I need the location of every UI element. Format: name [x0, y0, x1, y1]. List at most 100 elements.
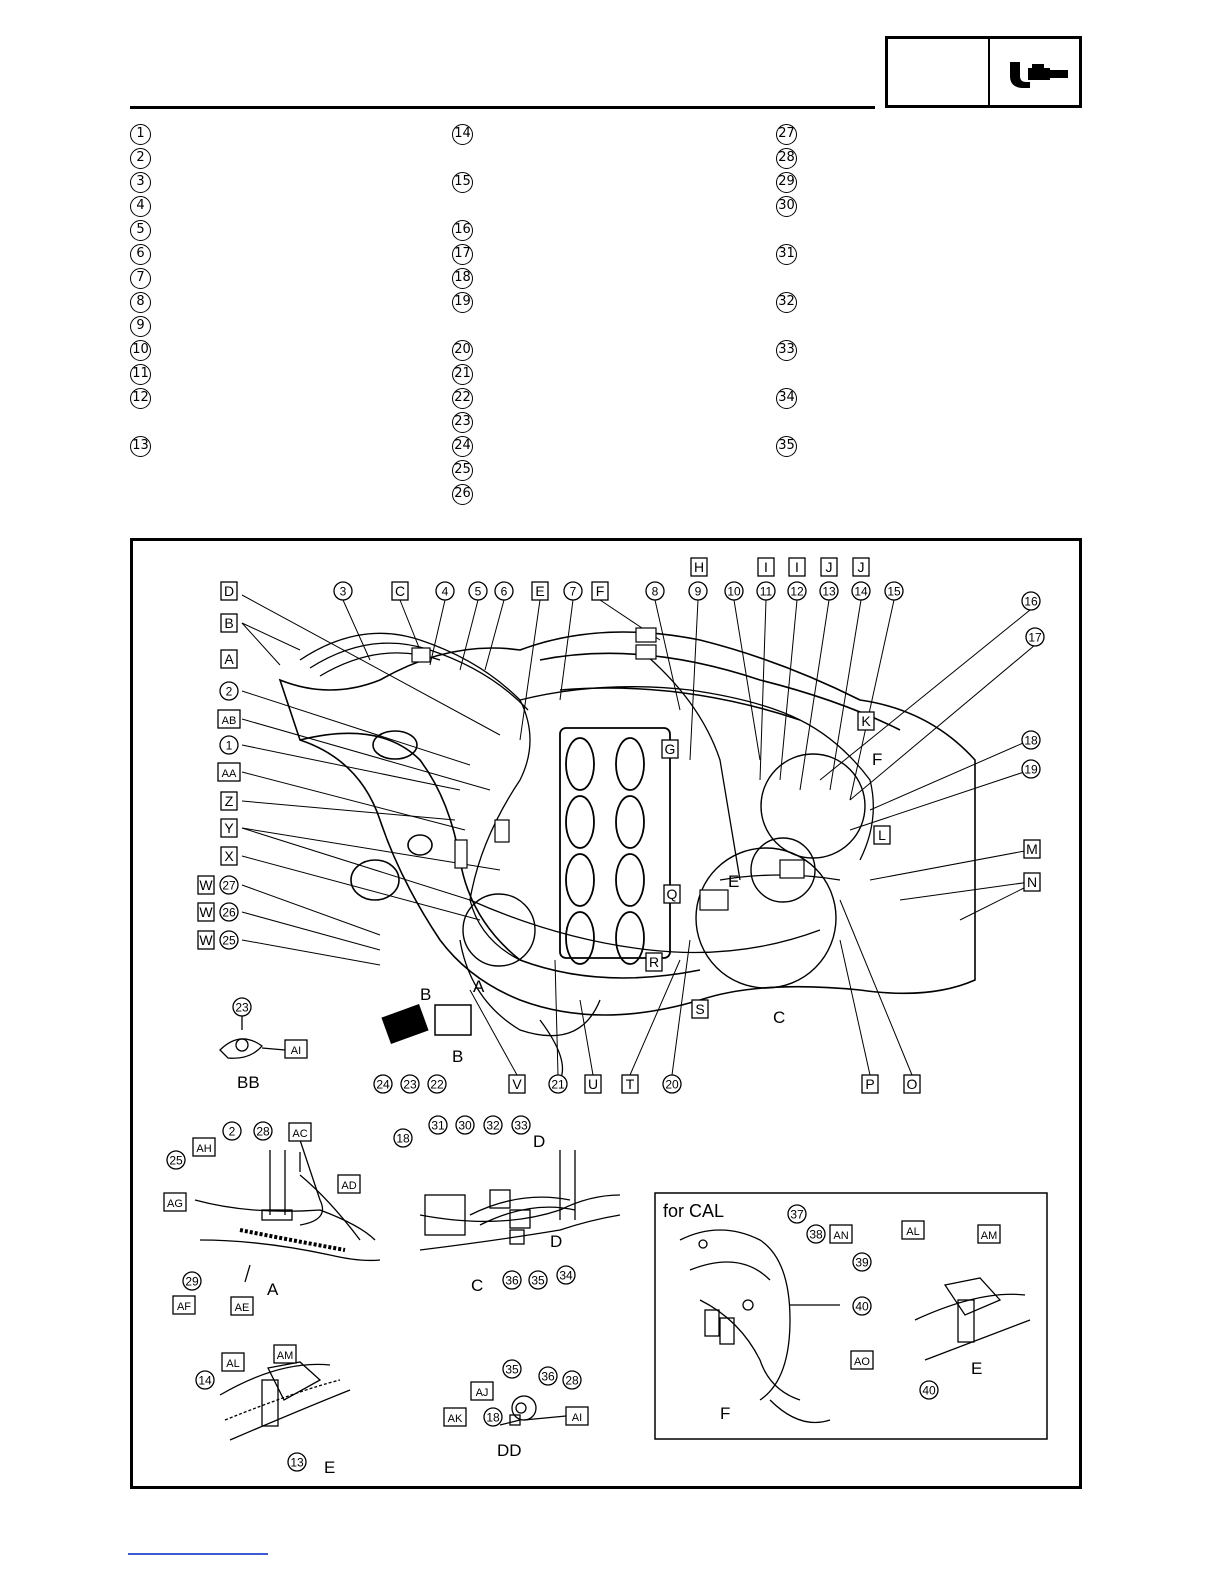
- callout-circle: [428, 1115, 448, 1135]
- callout-circle: [884, 581, 904, 601]
- legend-number: 24: [452, 436, 473, 457]
- callout-number: 10: [727, 585, 741, 599]
- callout-number: 22: [430, 1078, 444, 1092]
- legend-number: 16: [452, 220, 473, 241]
- callout-circle: [511, 1115, 531, 1135]
- legend-number: 12: [130, 388, 151, 409]
- callout-number: 25: [222, 934, 236, 948]
- callout-number: 2: [226, 685, 233, 699]
- callout-box: [391, 581, 409, 601]
- caption-text: F: [720, 1404, 730, 1423]
- callout-box: [903, 1074, 921, 1094]
- legend-number: 14: [452, 124, 473, 145]
- measurement-tool-icon: [1010, 62, 1068, 88]
- engine-cylinders: [559, 727, 671, 965]
- callout-box: [220, 791, 238, 811]
- callout-number: 36: [541, 1370, 555, 1384]
- legend-number: 13: [130, 436, 151, 457]
- callout-number: 33: [514, 1119, 528, 1133]
- callout-box: [197, 902, 215, 922]
- callout-letter: AN: [833, 1230, 848, 1242]
- detail-c-drawing: [419, 1150, 621, 1251]
- callout-circle: [1021, 759, 1041, 779]
- callout-letter: R: [649, 954, 659, 970]
- callout-box: [163, 1192, 187, 1212]
- callout-letter: AM: [277, 1350, 294, 1362]
- callout-number: 14: [854, 585, 868, 599]
- callout-circle: [219, 930, 239, 950]
- legend-item: 35: [776, 436, 1076, 460]
- callout-box: [531, 581, 549, 601]
- callout-letter: Q: [667, 886, 678, 902]
- callout-number: 4: [442, 585, 449, 599]
- legend-item: 6: [130, 244, 430, 268]
- callout-number: 6: [501, 585, 508, 599]
- callout-letter: AK: [448, 1413, 463, 1425]
- callout-letter: T: [626, 1076, 635, 1092]
- detail-f-frame: [654, 1192, 1048, 1440]
- callout-number: 35: [505, 1363, 519, 1377]
- callout-box: [273, 1344, 297, 1364]
- callout-box: [591, 581, 609, 601]
- callout-circle: [195, 1370, 215, 1390]
- legend-item: 1: [130, 124, 430, 148]
- callout-circle: [393, 1128, 413, 1148]
- callout-letter: AO: [854, 1356, 870, 1368]
- callout-box: [1023, 839, 1041, 859]
- callout-box: [901, 1220, 925, 1240]
- callout-circle: [219, 681, 239, 701]
- callout-letter: J: [858, 559, 865, 575]
- legend-item: 29: [776, 172, 1076, 196]
- cylinder-shape: [615, 795, 645, 849]
- legend-item: 26: [452, 484, 752, 508]
- callout-circle: [287, 1452, 307, 1472]
- inner-letter: E: [728, 872, 739, 891]
- callout-letter: F: [596, 583, 605, 599]
- detail-f-title: for CAL: [663, 1201, 724, 1221]
- callout-letter: AC: [292, 1128, 307, 1140]
- detail-f-drawing: [679, 1229, 840, 1424]
- callout-number: 5: [475, 585, 482, 599]
- callout-box: [470, 1381, 494, 1401]
- detail-dd-drawing: [499, 1395, 567, 1426]
- callout-number: 26: [222, 906, 236, 920]
- callout-circle: [556, 1265, 576, 1285]
- callout-circle: [483, 1115, 503, 1135]
- callout-number: 37: [790, 1208, 804, 1222]
- callout-box: [645, 952, 663, 972]
- legend-number: 15: [452, 172, 473, 193]
- callout-box: [443, 1407, 467, 1427]
- callout-box: [230, 1296, 254, 1316]
- callout-number: 34: [559, 1269, 573, 1283]
- legend-number: 9: [130, 316, 151, 337]
- callout-box: [663, 884, 681, 904]
- callout-number: 36: [505, 1274, 519, 1288]
- callout-letter: A: [224, 651, 234, 667]
- callout-number: 1: [226, 739, 233, 753]
- legend-item: 11: [130, 364, 430, 388]
- callout-number: 39: [855, 1256, 869, 1270]
- callout-number: 16: [1024, 595, 1038, 609]
- header-rule: [130, 106, 875, 109]
- footer-link-underline: [128, 1553, 268, 1555]
- callout-number: 31: [431, 1119, 445, 1133]
- callout-circle: [427, 1074, 447, 1094]
- callout-number: 17: [1028, 631, 1042, 645]
- legend-number: 30: [776, 196, 797, 217]
- legend-item: 19: [452, 292, 752, 316]
- callout-circle: [232, 997, 252, 1017]
- callout-box: [1023, 872, 1041, 892]
- callout-letter: W: [199, 932, 213, 948]
- legend-item: 33: [776, 340, 1076, 364]
- legend-number: 11: [130, 364, 151, 385]
- callout-letter: AE: [235, 1302, 250, 1314]
- legend-item: 25: [452, 460, 752, 484]
- callout-number: 13: [822, 585, 836, 599]
- callout-circle: [787, 581, 807, 601]
- callout-circle: [806, 1224, 826, 1244]
- callout-box: [873, 825, 891, 845]
- legend-item: 23: [452, 412, 752, 436]
- callout-circle: [852, 1252, 872, 1272]
- legend-number: 18: [452, 268, 473, 289]
